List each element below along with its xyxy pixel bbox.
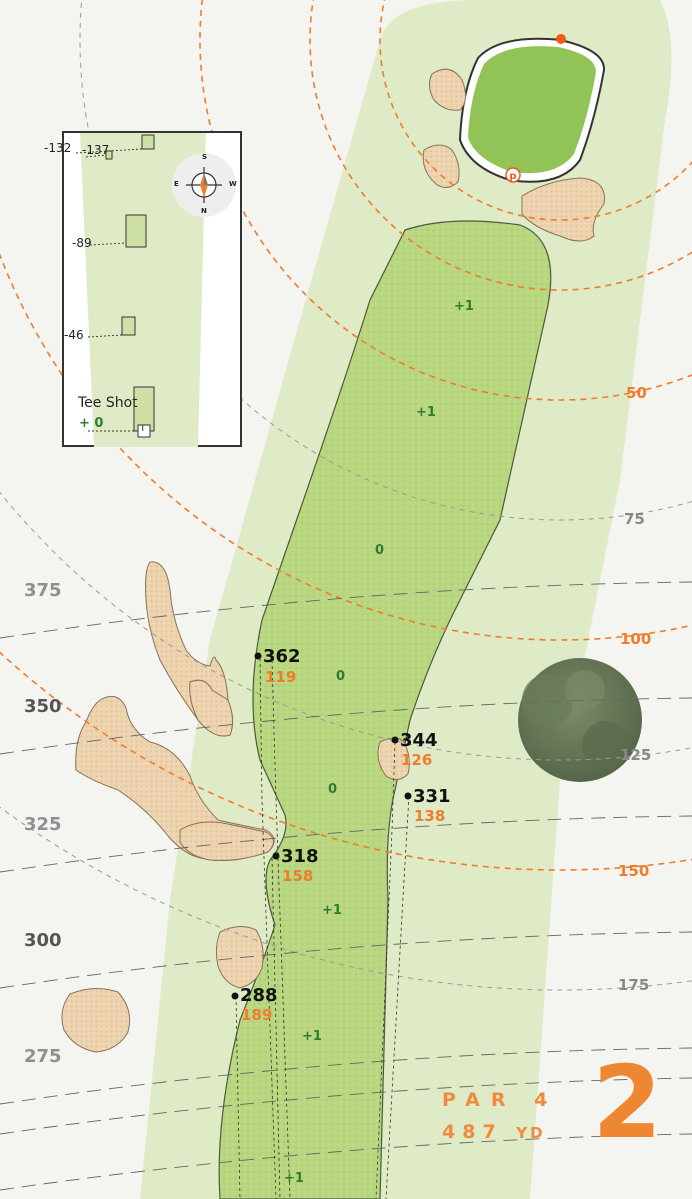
yardage-band-line (0, 697, 692, 755)
compass-n: N (201, 207, 207, 215)
orange-distance-arc (379, 0, 692, 221)
inset-map (75, 133, 236, 447)
marker-362: 362 119 (254, 646, 301, 686)
arc-label-right: 100 (620, 630, 651, 648)
arc-label-left: 375 (24, 580, 62, 601)
layup-lines (235, 657, 410, 1199)
inset-target-box (121, 316, 136, 336)
yardage-band-line (0, 1047, 692, 1105)
arc-label-right: 75 (624, 510, 645, 528)
marker-362-distance: 362 (263, 646, 301, 667)
yardage-unit: YD (516, 1124, 546, 1142)
yardage-label: 487 YD (442, 1121, 546, 1143)
yardage-band-line (0, 581, 692, 639)
arc-label-right: 125 (620, 746, 651, 764)
inset-tee-elevation: + 0 (79, 416, 104, 431)
compass-icon (172, 153, 236, 217)
inset-offset-label: -137 (82, 143, 110, 157)
marker-344-distance: 344 (400, 730, 438, 751)
marker-288-to-green: 189 (241, 1006, 272, 1024)
arc-label-left: 350 (24, 696, 62, 717)
pin-marker (556, 34, 566, 44)
green-front-marker (505, 167, 521, 183)
arc-label-right: 150 (618, 862, 649, 880)
bunker-fairway-left-overlap (179, 821, 274, 861)
orange-distance-arc (309, 0, 692, 291)
tee-shot-inset: -132 -137 -89 -46 Tee Shot + 0 T S N E W (44, 131, 242, 447)
marker-344: 344 126 (391, 730, 438, 769)
marker-288-distance: 288 (240, 985, 278, 1006)
hole-header: PAR 4 487 YD 2 (442, 1053, 662, 1165)
arc-label-left: 325 (24, 814, 62, 835)
elevation-label: +1 (322, 903, 342, 918)
par-label: PAR 4 (442, 1089, 559, 1111)
marker-331-to-green: 138 (414, 807, 445, 825)
inset-offset-label: -89 (72, 236, 92, 250)
gray-distance-arc (0, 806, 692, 991)
marker-288: 288 189 (231, 985, 278, 1024)
bunker-far-left (61, 988, 131, 1053)
marker-318-to-green: 158 (282, 867, 313, 885)
inset-offset-label: -46 (64, 328, 84, 342)
bunker-fairway-left-cross (189, 679, 234, 737)
bunkers (61, 68, 605, 1053)
inset-target-box (125, 214, 147, 248)
orange-distance-arc (199, 0, 692, 401)
gray-distance-arc (0, 491, 692, 761)
bunker-green-right (521, 177, 605, 242)
bunker-fairway-left-lower (215, 926, 264, 989)
hole-number: 2 (592, 1044, 662, 1161)
arc-label-left: 275 (24, 1046, 62, 1067)
arc-label-left: 300 (24, 930, 62, 951)
bunker-fairway-right (377, 737, 410, 780)
yardage-band-line (0, 931, 692, 989)
elevation-label: 0 (375, 543, 384, 558)
elevation-label: +1 (302, 1029, 322, 1044)
putting-green (468, 46, 596, 174)
arc-label-right: 175 (618, 976, 649, 994)
compass-w: W (229, 180, 237, 188)
inset-tee-marker: T (140, 424, 146, 434)
elevation-label: +1 (284, 1171, 304, 1186)
bunker-green-left-top (428, 68, 466, 111)
marker-331-distance: 331 (413, 786, 451, 807)
yardage-band-line (0, 1133, 692, 1191)
gray-distance-arc (79, 0, 692, 521)
elevation-label: 0 (336, 669, 345, 684)
tree (518, 658, 642, 782)
compass-s: S (202, 153, 208, 161)
marker-331: 331 138 (404, 786, 451, 825)
bunker-green-left-bottom (422, 144, 460, 188)
marker-318-distance: 318 (281, 846, 319, 867)
marker-362-to-green: 119 (265, 668, 296, 686)
yardage-value: 487 (442, 1121, 503, 1143)
orange-distance-arc (0, 651, 692, 871)
marker-318: 318 158 (272, 846, 319, 885)
inset-target-box (141, 134, 155, 150)
yardage-band-line (0, 815, 692, 873)
compass-e: E (174, 180, 179, 188)
elevation-label: 0 (328, 782, 337, 797)
elevation-labels: +1 +1 0 0 0 +1 +1 +1 (284, 299, 474, 1186)
elevation-label: +1 (416, 405, 436, 420)
green-front-letter: p (509, 171, 516, 182)
arc-label-right: 50 (626, 384, 647, 402)
inset-tee-marker-box (137, 424, 151, 438)
yardage-band-line (0, 1077, 692, 1135)
elevation-label: +1 (454, 299, 474, 314)
inset-offset-label: -132 (44, 141, 72, 155)
marker-344-to-green: 126 (401, 751, 432, 769)
inset-title: Tee Shot (78, 395, 138, 411)
